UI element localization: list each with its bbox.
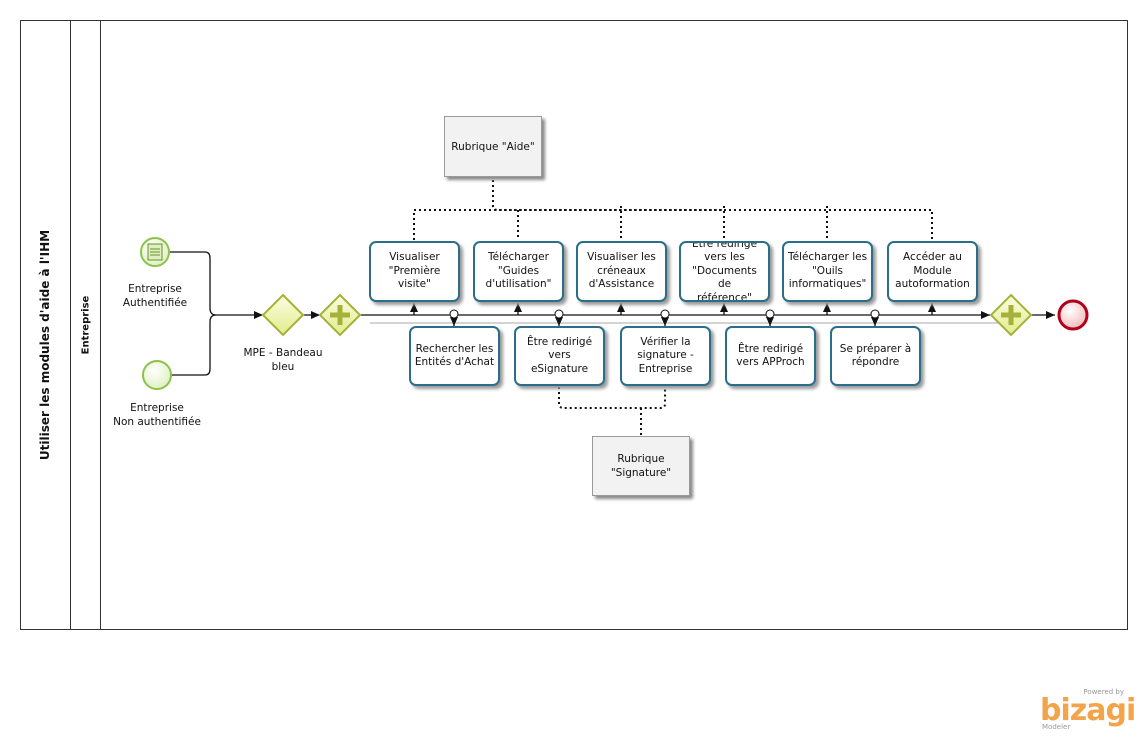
task-redirige-esignature[interactable]: Être redirigé vers eSignature	[514, 326, 605, 386]
pool	[20, 20, 1128, 630]
task-telecharger-guides[interactable]: Télécharger "Guides d'utilisation"	[473, 241, 564, 302]
task-documents-reference[interactable]: Etre redirigé vers les "Documents de réf…	[679, 241, 770, 302]
flow-junction-markers	[449, 309, 880, 319]
start-event-authenticated	[140, 237, 170, 267]
gateway-label-text: MPE - Bandeau bleu	[243, 347, 323, 373]
task-se-preparer[interactable]: Se préparer à répondre	[830, 326, 921, 386]
flow-start-nonauth	[171, 314, 217, 376]
annotation-rubrique-signature: Rubrique "Signature"	[592, 436, 690, 496]
pool-header: Utiliser les modules d'aide à l'IHM	[20, 20, 71, 630]
task-telecharger-outils[interactable]: Télécharger les "Ouils informatiques"	[782, 241, 873, 302]
annotation-aide-text: Rubrique "Aide"	[451, 140, 535, 153]
task-label: Télécharger les "Ouils informatiques"	[787, 251, 868, 291]
parallel-gateway-fork	[318, 293, 362, 337]
task-label: Rechercher les Entités d'Achat	[414, 342, 495, 369]
annotation-signature-text: Rubrique "Signature"	[610, 453, 672, 479]
bizagi-logo: bizagi	[1040, 693, 1136, 728]
top-task-connectors	[410, 303, 936, 315]
annotation-rubrique-aide: Rubrique "Aide"	[444, 116, 542, 177]
aide-associations	[413, 180, 933, 240]
task-label: Vérifier la signature - Entreprise	[637, 335, 694, 375]
task-redirige-approch[interactable]: Être redirigé vers APProch	[725, 326, 816, 386]
task-verifier-signature[interactable]: Vérifier la signature - Entreprise	[620, 326, 711, 386]
flow-start-auth	[169, 251, 217, 316]
bizagi-branding: Powered by bizagi Modeler	[1040, 688, 1136, 738]
task-module-autoformation[interactable]: Accéder au Module autoformation	[887, 241, 978, 302]
task-visualiser-creneaux[interactable]: Visualiser les créneaux d'Assistance	[576, 241, 667, 302]
task-label: Se préparer à répondre	[839, 342, 912, 369]
task-rechercher-entites[interactable]: Rechercher les Entités d'Achat	[409, 326, 500, 386]
task-label: Être redirigé vers eSignature	[526, 335, 593, 375]
bottom-task-connectors	[450, 317, 879, 326]
exclusive-gateway	[261, 293, 305, 337]
task-label: Etre redirigé vers les "Documents de réf…	[691, 241, 758, 302]
pool-title: Utiliser les modules d'aide à l'IHM	[38, 229, 52, 461]
task-label: Visualiser les créneaux d'Assistance	[587, 251, 656, 291]
start-non-authenticated-text: Entreprise Non authentifiée	[113, 402, 201, 428]
parallel-gateway-join	[989, 293, 1033, 337]
start-authenticated-text: Entreprise Authentifiée	[122, 283, 188, 309]
task-label: Télécharger "Guides d'utilisation"	[485, 251, 552, 291]
start-authenticated-label: Entreprise Authentifiée	[123, 282, 187, 310]
task-label: Accéder au Module autoformation	[895, 251, 970, 291]
powered-by-text: Powered by	[1083, 688, 1124, 696]
end-event	[1057, 299, 1089, 331]
task-visualiser-premiere-visite[interactable]: Visualiser "Première visite"	[369, 241, 460, 302]
task-label: Visualiser "Première visite"	[388, 251, 441, 291]
modeler-text: Modeler	[1042, 723, 1071, 731]
lane-title: Entreprise	[80, 295, 92, 355]
lane-header: Entreprise	[71, 20, 101, 630]
signature-associations	[558, 387, 666, 436]
task-label: Être redirigé vers APProch	[736, 342, 805, 369]
start-non-authenticated-label: Entreprise Non authentifiée	[113, 401, 201, 429]
gateway-label: MPE - Bandeau bleu	[244, 346, 323, 374]
start-event-non-authenticated	[142, 360, 172, 390]
